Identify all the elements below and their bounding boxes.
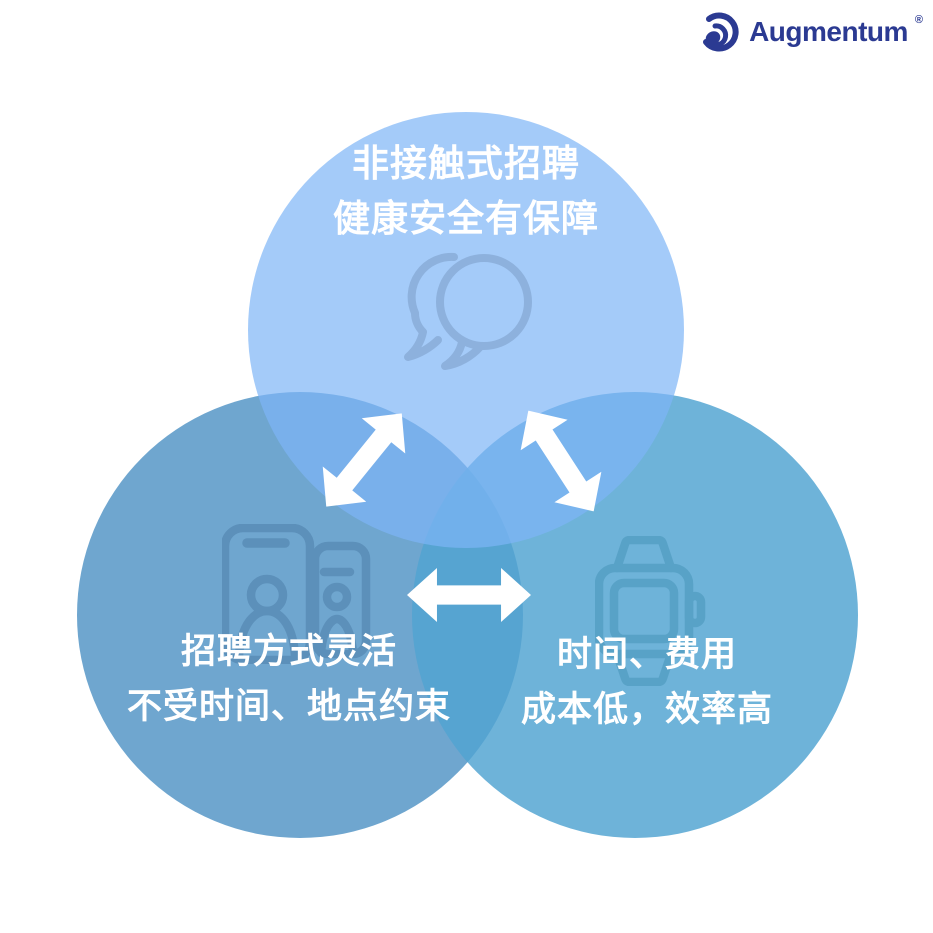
brand-logo: Augmentum ® — [696, 12, 923, 52]
label-line: 时间、费用 — [556, 635, 737, 674]
circle-top — [248, 112, 684, 548]
label-line: 非接触式招聘 — [352, 143, 580, 184]
brand-swirl-icon — [703, 12, 739, 52]
label-line: 招聘方式灵活 — [180, 632, 397, 671]
label-line: 不受时间、地点约束 — [126, 687, 451, 726]
arrow-top-bottomleft-icon — [322, 413, 406, 507]
phones-people-icon — [222, 524, 371, 664]
arrow-bottomleft-bottomright-icon — [407, 568, 531, 622]
smartwatch-icon — [595, 536, 706, 686]
circle-top-label: 非接触式招聘 健康安全有保障 — [246, 136, 686, 246]
circle-bottom-right-label: 时间、费用 成本低，效率高 — [427, 627, 867, 737]
label-line: 健康安全有保障 — [333, 198, 599, 239]
brand-logo-text: Augmentum — [749, 16, 908, 47]
chat-bubbles-icon — [404, 252, 532, 370]
label-line: 成本低，效率高 — [520, 690, 773, 729]
circle-bottom-left-label: 招聘方式灵活 不受时间、地点约束 — [69, 624, 509, 734]
brand-registered-mark: ® — [914, 14, 923, 26]
arrow-top-bottomright-icon — [520, 410, 602, 512]
